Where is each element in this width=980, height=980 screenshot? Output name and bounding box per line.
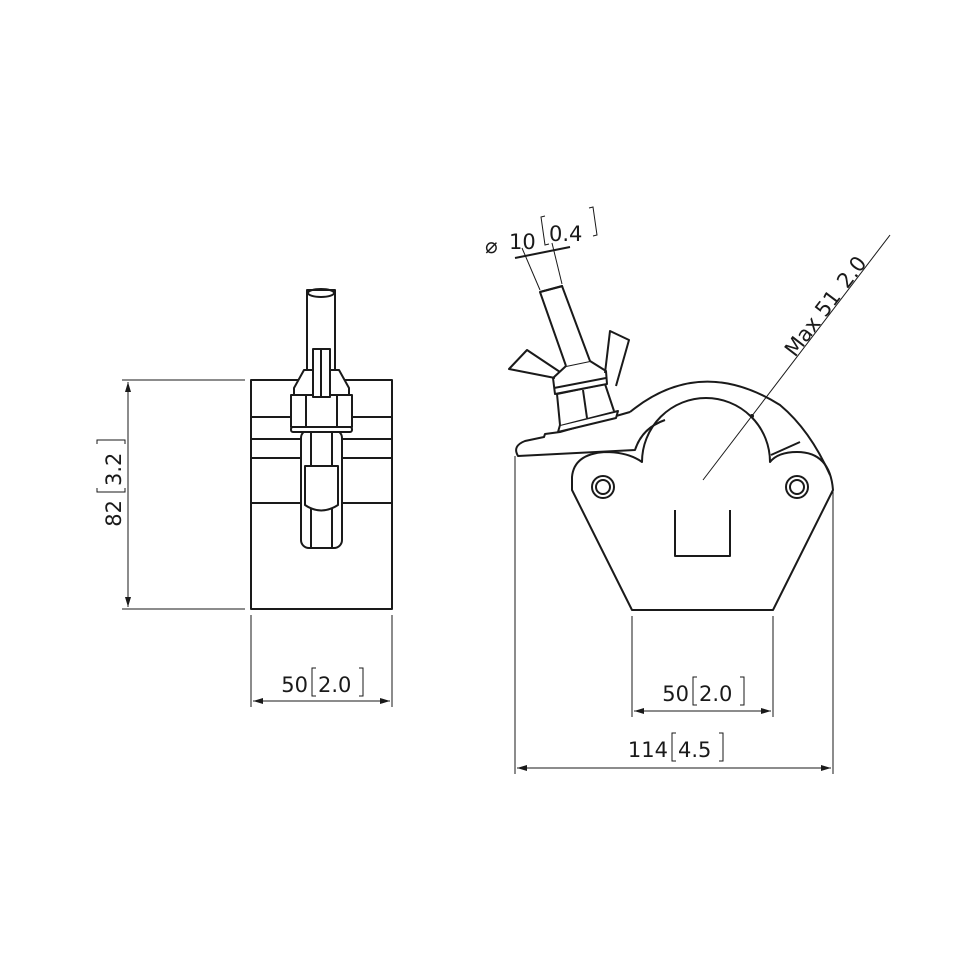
base-plate	[571, 397, 834, 611]
side-height-dimension: 82 3.2	[96, 379, 245, 610]
side-width-mm: 50	[281, 673, 308, 697]
overall-width-dimension: 114 4.5	[514, 456, 834, 774]
side-nut	[290, 394, 353, 428]
bolt-dia-in: 0.4	[549, 222, 582, 246]
side-view	[250, 288, 393, 610]
side-width-dimension: 50 2.0	[250, 615, 393, 707]
tube-dia-mm: 51	[810, 286, 845, 322]
wing-left	[508, 349, 561, 379]
base-width-dimension: 50 2.0	[631, 616, 774, 717]
tube-dia-prefix: Max	[780, 312, 825, 361]
lever	[515, 411, 666, 457]
overall-width-in: 4.5	[678, 738, 711, 762]
side-width-in: 2.0	[318, 673, 351, 697]
bolt-diameter-dimension: ⌀ 10 0.4	[485, 206, 598, 291]
front-view	[508, 285, 834, 611]
base-width-mm: 50	[662, 682, 689, 706]
overall-width-mm: 114	[628, 738, 668, 762]
tube-dia-in: 2.0	[832, 252, 871, 293]
side-height-mm: 82	[102, 500, 126, 527]
bolt-shaft	[539, 285, 591, 367]
side-height-in: 3.2	[102, 453, 126, 486]
bolt-dia-mm: 10	[509, 230, 536, 254]
wing-right	[604, 330, 630, 387]
base-width-in: 2.0	[699, 682, 732, 706]
bolt-dia-symbol: ⌀	[485, 234, 498, 258]
top-clamp	[629, 380, 831, 476]
